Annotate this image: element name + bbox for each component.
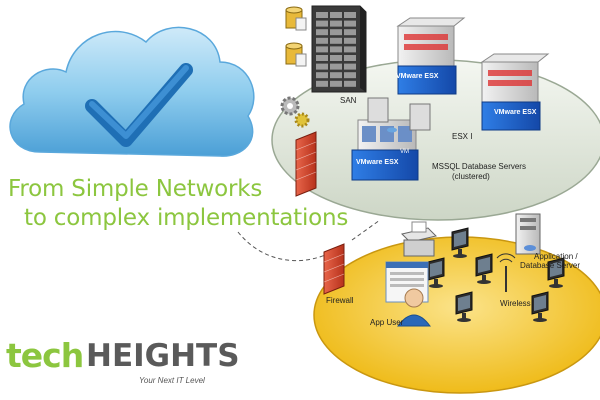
san-drive-slot bbox=[344, 37, 356, 44]
firewall-icon bbox=[323, 243, 345, 295]
san-drive-slot bbox=[330, 20, 342, 27]
logo-heights: HEIGHTS bbox=[86, 338, 240, 374]
desktop-computer-icon bbox=[455, 291, 473, 322]
desktop-computer-icon bbox=[531, 291, 549, 322]
san-drive-slot bbox=[330, 63, 342, 70]
san-drive-slot bbox=[344, 72, 356, 79]
tagline-line2: to complex implementations bbox=[24, 205, 349, 231]
san-drive-slot bbox=[316, 37, 328, 44]
tagline-line1: From Simple Networks bbox=[8, 176, 263, 202]
san-drive-slot bbox=[330, 37, 342, 44]
vmware-esx-label: VMware ESX bbox=[494, 109, 537, 116]
san-drive-slot bbox=[316, 29, 328, 36]
desktop-computer-icon bbox=[547, 257, 565, 288]
san-drive-slot bbox=[330, 29, 342, 36]
san-drive-slot bbox=[344, 46, 356, 53]
san-drive-slot bbox=[330, 72, 342, 79]
app-server-label: Database Server bbox=[520, 261, 581, 270]
san-drive-slot bbox=[344, 63, 356, 70]
desktop-computer-icon bbox=[451, 227, 469, 258]
san-drive-slot bbox=[344, 80, 356, 87]
san-drive-slot bbox=[330, 12, 342, 18]
logo-tech: tech bbox=[6, 336, 84, 375]
san-drive-slot bbox=[316, 55, 328, 61]
mssql-label: MSSQL Database Servers bbox=[432, 162, 526, 171]
esx-server-icon bbox=[480, 53, 550, 131]
esx-i-label: ESX I bbox=[452, 132, 473, 141]
san-drive-slot bbox=[330, 55, 342, 61]
san-drive-slot bbox=[316, 80, 328, 87]
techheights-logo: tech HEIGHTS Your Next IT Level bbox=[6, 336, 246, 396]
esx-server-icon bbox=[396, 17, 466, 95]
app-server-label: Application / bbox=[534, 252, 578, 261]
desktop-computer-icon bbox=[475, 253, 493, 284]
san-drive-slot bbox=[330, 46, 342, 53]
gear-icon bbox=[280, 96, 310, 128]
san-drive-slot bbox=[316, 63, 328, 70]
app-user-label: App User bbox=[370, 318, 404, 327]
san-drive-slot bbox=[330, 80, 342, 87]
san-drive-slot bbox=[316, 20, 328, 27]
mssql-clustered-label: (clustered) bbox=[452, 172, 490, 181]
firewall-icon bbox=[295, 131, 317, 197]
san-rack-icon bbox=[311, 5, 367, 93]
cloud-check-icon bbox=[9, 26, 255, 157]
san-drive-slot bbox=[344, 12, 356, 18]
user-avatar-icon bbox=[397, 288, 431, 327]
logo-slogan: Your Next IT Level bbox=[139, 376, 205, 385]
wireless-antenna-icon bbox=[496, 253, 516, 292]
firewall-label: Firewall bbox=[326, 296, 354, 305]
database-icon bbox=[367, 97, 431, 133]
san-drive-slot bbox=[316, 46, 328, 53]
database-icon bbox=[285, 42, 307, 67]
wireless-label: Wireless bbox=[500, 299, 531, 308]
desktop-computer-icon bbox=[427, 257, 445, 288]
san-drive-slot bbox=[344, 20, 356, 27]
database-icon bbox=[285, 6, 307, 31]
san-drive-slot bbox=[344, 29, 356, 36]
san-drive-slot bbox=[316, 12, 328, 18]
vm-label: VM bbox=[400, 149, 409, 155]
printer-icon bbox=[401, 221, 437, 257]
vmware-esx-label: VMware ESX bbox=[356, 159, 399, 166]
san-drive-slot bbox=[316, 72, 328, 79]
san-drive-slot bbox=[344, 55, 356, 61]
vmware-esx-label: VMware ESX bbox=[396, 73, 439, 80]
application-server-icon bbox=[515, 213, 541, 255]
san-label: SAN bbox=[340, 96, 357, 105]
connection-line bbox=[237, 231, 333, 262]
connection-line bbox=[351, 219, 381, 241]
